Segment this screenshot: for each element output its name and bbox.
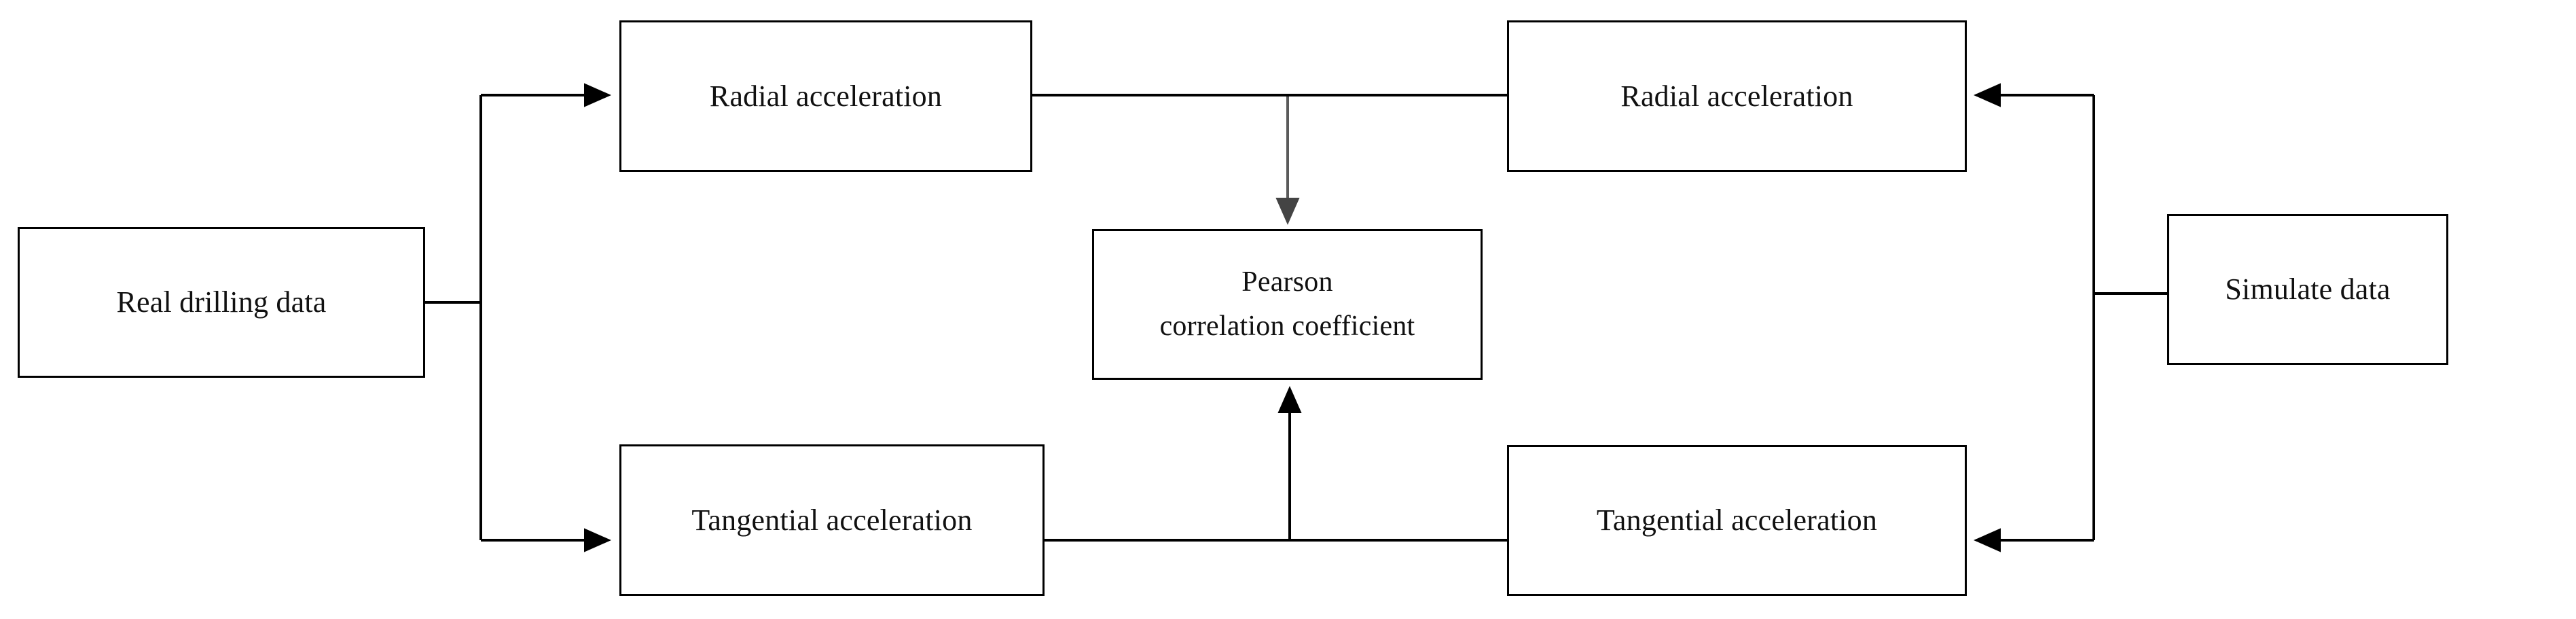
node-radial-acceleration-real-label: Radial acceleration [709,79,943,113]
node-radial-acceleration-simulated-label: Radial acceleration [1620,79,1853,113]
node-pearson-label-line1: Pearson [1241,266,1333,298]
node-tangential-acceleration-real-label: Tangential acceleration [691,503,973,537]
node-simulate-data-label: Simulate data [2225,272,2391,306]
node-real-drilling-data-label: Real drilling data [116,285,327,319]
node-tangential-acceleration-real[interactable]: Tangential acceleration [619,444,1045,596]
node-pearson-correlation-coefficient[interactable]: Pearson correlation coefficient [1092,229,1483,380]
node-radial-acceleration-real[interactable]: Radial acceleration [619,20,1032,172]
node-pearson-label: Pearson correlation coefficient [1160,260,1415,349]
node-radial-acceleration-simulated[interactable]: Radial acceleration [1507,20,1967,172]
node-tangential-acceleration-simulated-label: Tangential acceleration [1596,503,1878,537]
node-tangential-acceleration-simulated[interactable]: Tangential acceleration [1507,445,1967,596]
node-simulate-data[interactable]: Simulate data [2167,214,2448,365]
node-pearson-label-line2: correlation coefficient [1159,311,1415,342]
node-real-drilling-data[interactable]: Real drilling data [18,227,425,378]
